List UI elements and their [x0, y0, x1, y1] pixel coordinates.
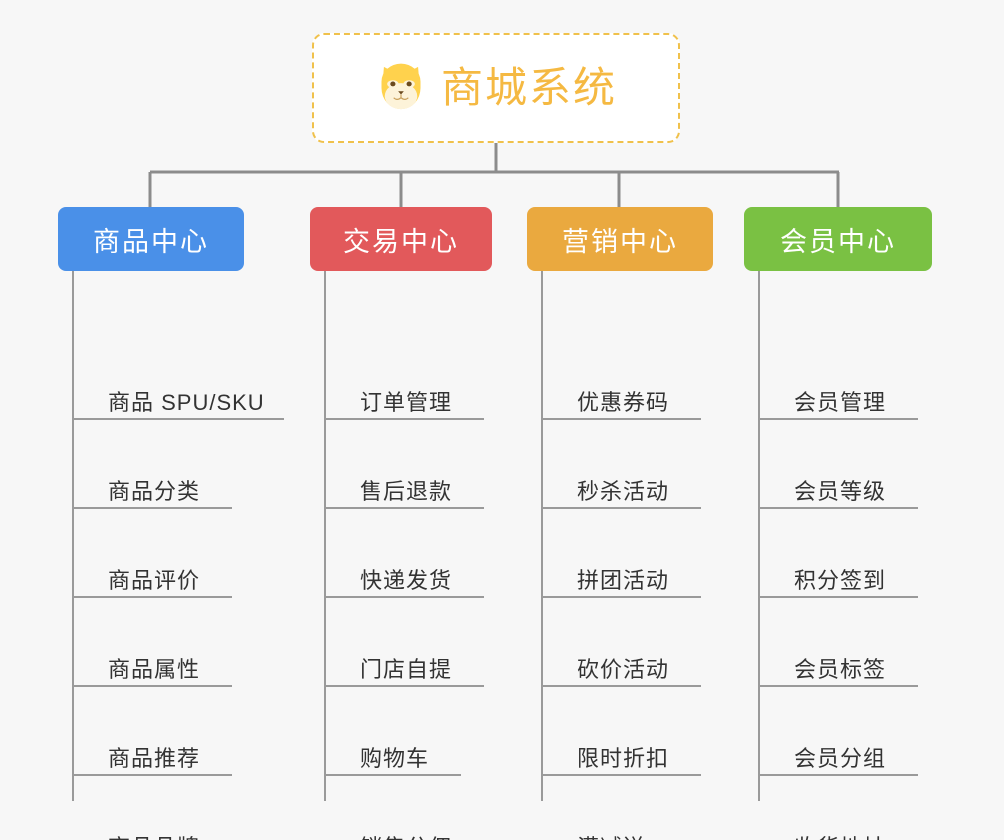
leaf-item[interactable]: 收货地址 [758, 821, 918, 840]
column-spine-member-center [758, 271, 760, 801]
category-box-member-center[interactable]: 会员中心 [744, 207, 932, 271]
leaf-item[interactable]: 商品推荐 [72, 732, 232, 776]
leaf-item-label: 满减送 [577, 835, 646, 840]
leaf-item-label: 优惠券码 [577, 389, 670, 415]
leaf-item-label: 售后退款 [360, 478, 453, 504]
leaf-item[interactable]: 砍价活动 [541, 643, 701, 687]
leaf-item[interactable]: 积分签到 [758, 554, 918, 598]
category-column-marketing-center: 营销中心优惠券码秒杀活动拼团活动砍价活动限时折扣满减送 [527, 207, 713, 840]
leaf-item[interactable]: 会员分组 [758, 732, 918, 776]
leaf-item-label: 快递发货 [360, 567, 453, 593]
leaf-item[interactable]: 限时折扣 [541, 732, 701, 776]
leaf-item-label: 砍价活动 [577, 656, 670, 682]
leaf-item[interactable]: 商品品牌 [72, 821, 232, 840]
leaf-item-label: 会员标签 [794, 656, 887, 682]
leaf-item[interactable]: 优惠券码 [541, 376, 701, 420]
leaf-item-label: 购物车 [360, 745, 430, 771]
leaf-item-label: 商品品牌 [108, 835, 200, 840]
leaf-item[interactable]: 订单管理 [324, 376, 484, 420]
column-spine-trade-center [324, 271, 326, 801]
leaf-item-label: 拼团活动 [577, 567, 670, 593]
leaf-item-label: 会员分组 [794, 745, 887, 771]
leaf-item[interactable]: 商品属性 [72, 643, 232, 687]
leaf-item-label: 门店自提 [360, 656, 453, 682]
leaf-item-label: 秒杀活动 [577, 478, 670, 504]
leaf-item-label: 销售分佣 [360, 835, 452, 840]
leaf-item[interactable]: 满减送 [541, 821, 678, 840]
category-column-trade-center: 交易中心订单管理售后退款快递发货门店自提购物车销售分佣 [310, 207, 492, 840]
category-box-product-center[interactable]: 商品中心 [58, 207, 244, 271]
leaf-item-label: 会员管理 [794, 389, 887, 415]
leaf-item-label: 商品属性 [108, 656, 201, 682]
leaf-item-label: 限时折扣 [577, 745, 670, 771]
leaf-item[interactable]: 会员管理 [758, 376, 918, 420]
leaf-item[interactable]: 秒杀活动 [541, 465, 701, 509]
leaf-item-label: 商品分类 [108, 478, 201, 504]
root-node[interactable]: 商城系统 [312, 33, 680, 143]
leaf-item[interactable]: 门店自提 [324, 643, 484, 687]
root-title: 商城系统 [440, 64, 617, 111]
leaf-item[interactable]: 销售分佣 [324, 821, 484, 840]
category-box-marketing-center[interactable]: 营销中心 [527, 207, 713, 271]
leaf-item[interactable]: 拼团活动 [541, 554, 701, 598]
leaf-item-label: 订单管理 [360, 389, 453, 415]
shiba-dog-face-icon [375, 62, 427, 114]
leaf-item[interactable]: 会员等级 [758, 465, 918, 509]
leaf-item-label: 积分签到 [794, 567, 887, 593]
leaf-item-label: 商品推荐 [108, 745, 201, 771]
leaf-item[interactable]: 售后退款 [324, 465, 484, 509]
leaf-item[interactable]: 商品评价 [72, 554, 232, 598]
column-spine-marketing-center [541, 271, 543, 801]
leaf-item[interactable]: 商品分类 [72, 465, 232, 509]
leaf-item[interactable]: 购物车 [324, 732, 461, 776]
column-spine-product-center [72, 271, 74, 801]
leaf-item[interactable]: 会员标签 [758, 643, 918, 687]
leaf-item[interactable]: 快递发货 [324, 554, 484, 598]
category-column-member-center: 会员中心会员管理会员等级积分签到会员标签会员分组收货地址 [744, 207, 932, 840]
leaf-item-label: 商品 SPU/SKU [108, 389, 265, 415]
leaf-item[interactable]: 商品 SPU/SKU [72, 376, 284, 420]
category-box-trade-center[interactable]: 交易中心 [310, 207, 492, 271]
leaf-item-label: 收货地址 [794, 835, 886, 840]
leaf-item-label: 会员等级 [794, 478, 887, 504]
leaf-item-label: 商品评价 [108, 567, 201, 593]
